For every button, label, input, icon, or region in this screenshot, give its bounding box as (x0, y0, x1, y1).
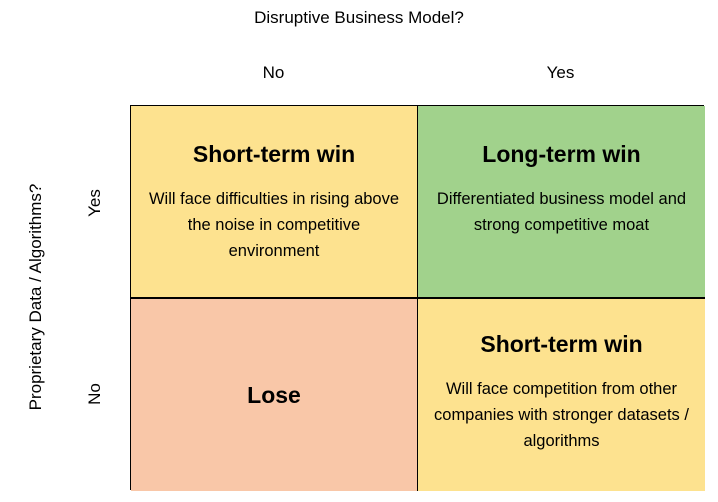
quadrant-description: Differentiated business model and strong… (436, 190, 687, 234)
quadrant-bottom-left: Lose (131, 299, 418, 491)
quadrant-title: Lose (247, 381, 301, 408)
quadrant-top-left: Short-term win Will face difficulties in… (131, 106, 418, 299)
y-axis-title: Proprietary Data / Algorithms? (26, 183, 45, 411)
x-axis-title: Disruptive Business Model? (254, 8, 464, 27)
quadrant-top-right: Long-term win Differentiated business mo… (418, 106, 705, 299)
quadrant-title: Long-term win (482, 141, 641, 167)
row-label-yes: Yes (85, 189, 104, 217)
quadrant-title: Short-term win (192, 141, 356, 167)
column-label-yes: Yes (546, 63, 575, 82)
quadrant-title: Short-term win (480, 331, 643, 357)
row-label-no: No (85, 383, 104, 405)
matrix-grid: Short-term win Will face difficulties in… (130, 105, 705, 491)
quadrant-description: Will face difficulties in rising above t… (148, 190, 400, 260)
column-label-no: No (262, 63, 285, 82)
quadrant-bottom-right: Short-term win Will face competition fro… (418, 299, 705, 491)
quadrant-description: Will face competition from other compani… (434, 380, 689, 450)
